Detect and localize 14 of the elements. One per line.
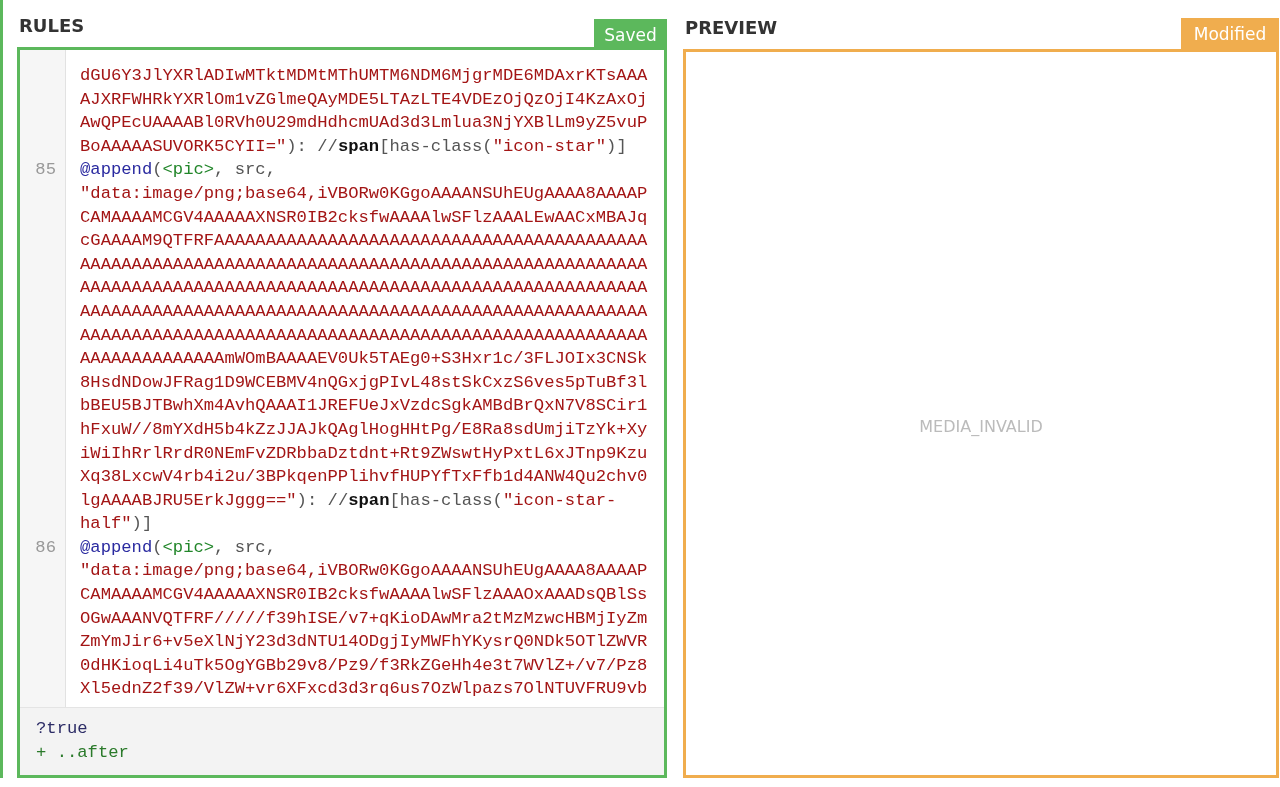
line-number: 85 (34, 159, 56, 182)
status-message: MEDIA_INVALID (919, 417, 1043, 436)
panel-heading: RULES (19, 15, 85, 36)
code-editor-panel (17, 47, 667, 778)
code-text: + ..after (36, 742, 129, 764)
status-badge: Modified (1181, 18, 1279, 50)
status-badge: Saved (594, 19, 667, 50)
code-text: dGU6Y3JlYXRlADIwMTktMDMtMThUMTM6NDM6MjgrMDE6MDAxrKTsAAAAJXRFWHRkYXRlOm1vZGlmeQAyMDE5LTAzLTE4VDEzOjQzOjI4KzAxOjAwQPEcUAAAABl0RVh0U29mdHdhcmUAd3d3Lmlua3NjYXBlLm9yZ5vuPBoAAAAASUVORK5CYII="): //span[has-class("icon-star")] (80, 65, 649, 158)
code-text: ?true (36, 718, 88, 740)
line-number: 86 (34, 536, 56, 559)
preview-panel (683, 49, 1279, 778)
code-text: @append(<pic>, src, "data:image/png;base64,iVBORw0KGgoAAAANSUhEUgAAAA8AAAAPCAMAAAAMCGV4AAAAAXNSR0IB2cksfwAAAAlwSFlzAAALEwAACxMBAJqcGAAAAM9QTFRFAAAAAAAAAAAAAAAAAAAAAAAAAAAAAAAAAAAAAAAAAAAAAAAAAAAAAAAAAAAAAAAAAAAAAAAAAAAAAAAAAAAAAAAAAAAAAAAAAAAAAAAAAAAAAAAAAAAAAAAAAAAAAAAAAAAAAAAAAAAAAAAAAAAAAAAAAAAAAAAAAAAAAAAAAAAAAAAAAAAAAAAAAAAAAAAAAAAAAAAAAAAAAAAAAAAAAAAAAAAAAAAAAAAAAAAAAAAAAAAAAAAAAAAAAAAAAAAAAAAAAAAAAAAAAAAAAAAAmWOmBAAAAEV0Uk5TAEg0+S3Hxr1c/3FLJOIx3CNSk8HsdNDowJFRag1D9WCEBMV4nQGxjgPIvL48stSkCxzS6ves5pTuBf3lbBEU5BJTBwhXm4AvhQAAAI1JREFUeJxVzdcSgkAMBdBrQxN7V8SCir1hFxuW//8mYXdH5b4kZzJJAJkQAglHogHHtPg/E8Ra8sdUmjiTzYk+XyiWiIhRrlRrdR0NEmFvZDRbbaDztdnt+Rt9ZWswtHyPxtL6xJTnp9KzuXq38LxcwV4rb4i2u/3BPkqenPPlihvfHUPYfTxFfb1d4ANW4Qu2chv0lgAAAABJRU5ErkJggg=="): //span[has-class("icon-star-half")] (80, 159, 649, 536)
panel-heading: PREVIEW (685, 17, 778, 38)
code-text: @append(<pic>, src, "data:image/png;base64,iVBORw0KGgoAAAANSUhEUgAAAA8AAAAPCAMAAAAMCGV4AAAAAXNSR0IB2cksfwAAAAlwSFlzAAAOxAAADsQBlSsOGwAAANVQTFRF/////f39hISE/v7+qKioDAwMra2tMzMzwcHBMjIyZmZmYmJir6+v5eXlNjY23d3dNTU14ODgjIyMWFhYKysrQ0NDk5OTlZWVR0dHKioqLi4uTk5OgYGBb29v8/Pz9/f3RkZGeHh4e3t7WVlZ+/v7/Pz8Xl5ednZ2f39/VlZW+vr6XFxcd3d3rq6us7OzWlpazs7OlNTUVFRU9vb (80, 536, 649, 701)
